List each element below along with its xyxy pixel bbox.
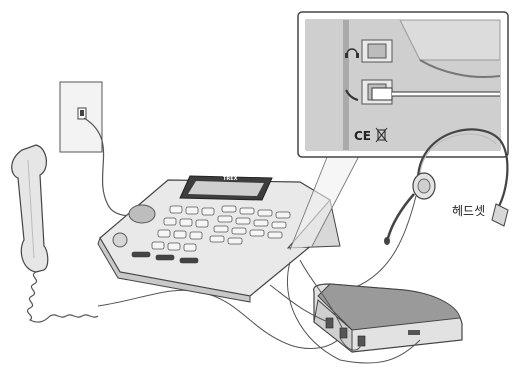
handset (12, 145, 48, 272)
weee-bin-icon (376, 128, 387, 142)
coiled-cord (27, 272, 98, 322)
headset-label: 헤드셋 (452, 202, 485, 219)
phone-brand-logo: TREX (223, 176, 238, 182)
ce-marking: CE (354, 129, 371, 143)
speaker-grille (129, 205, 155, 223)
handset-cable (98, 290, 340, 348)
nav-key (113, 233, 127, 247)
wall-jack-plate (60, 82, 102, 152)
